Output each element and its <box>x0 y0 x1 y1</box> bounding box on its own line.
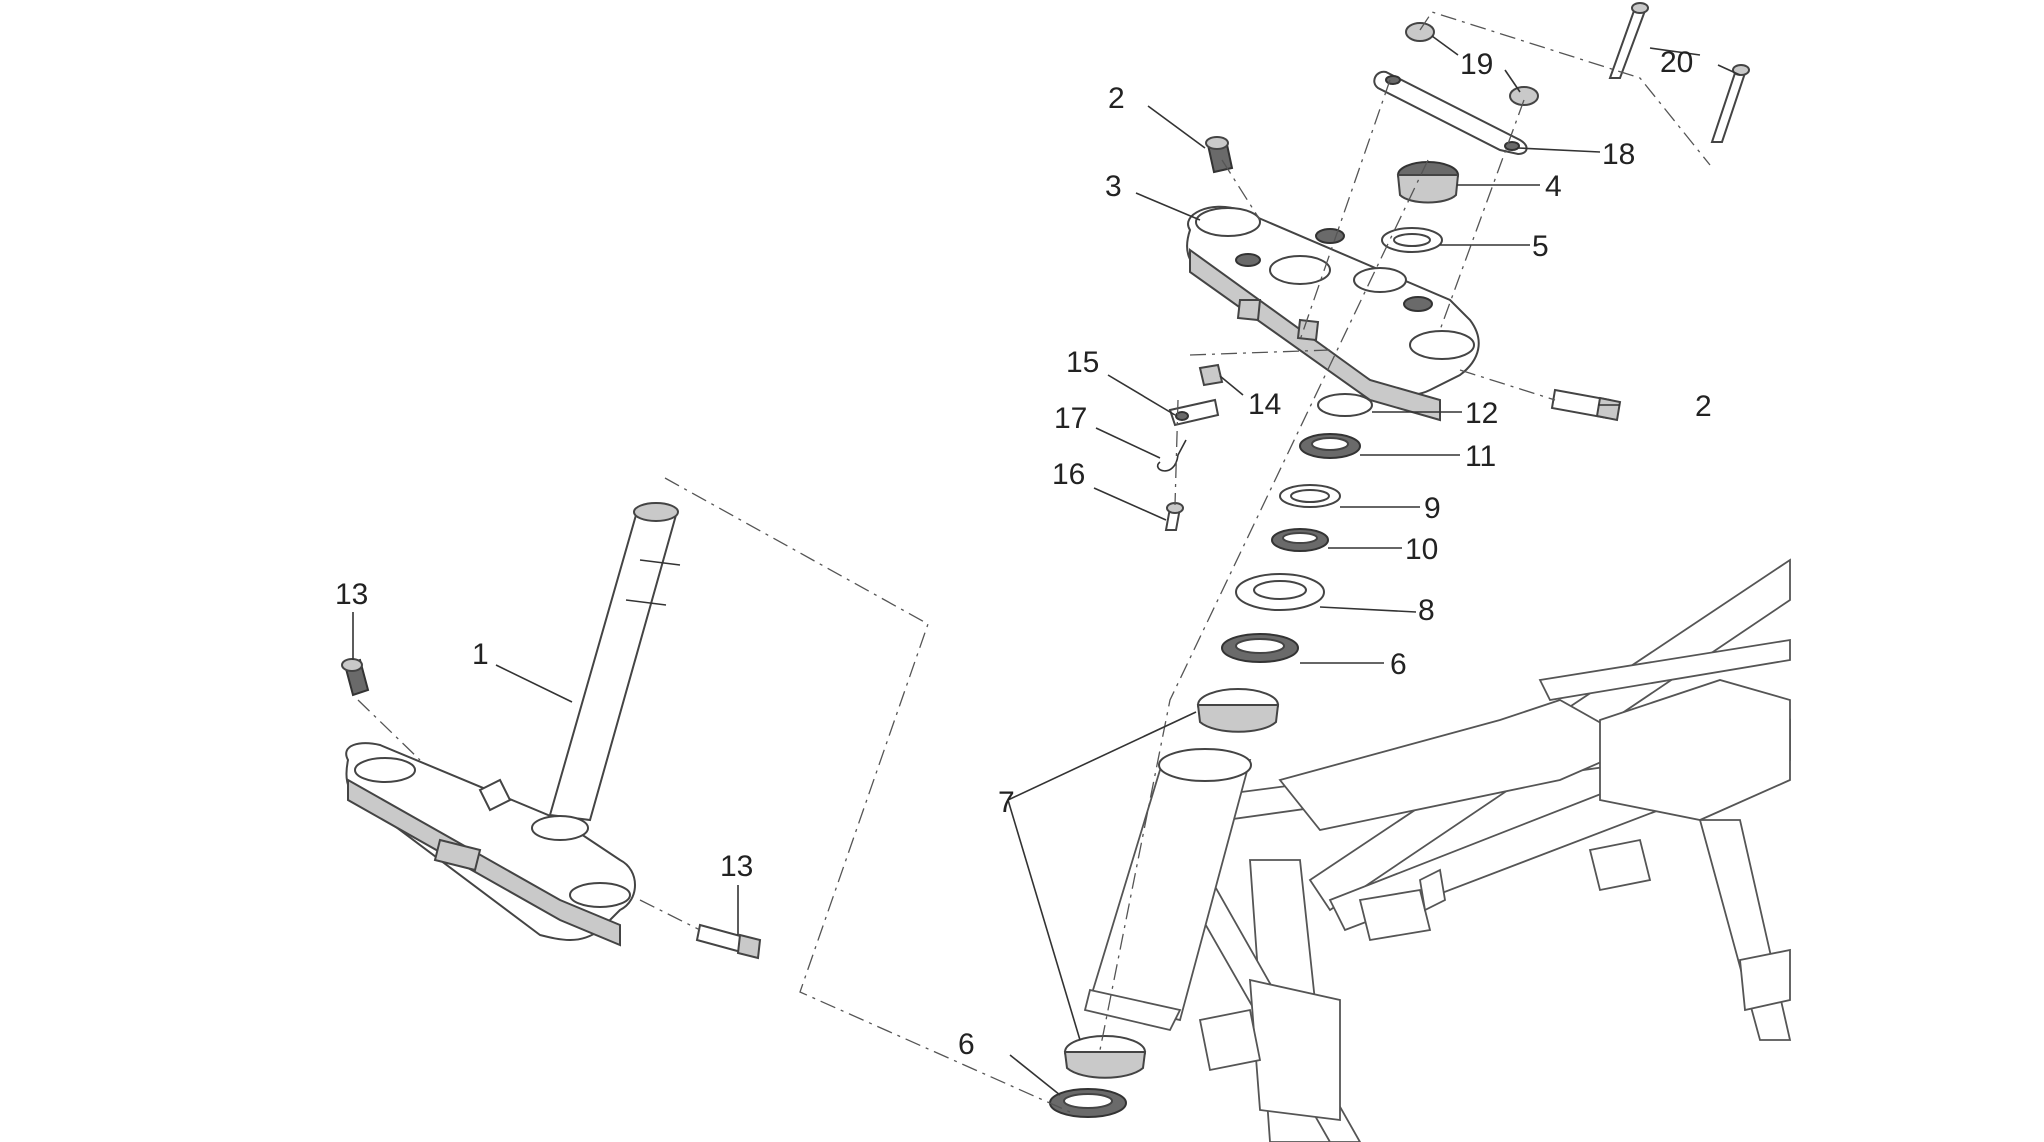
callout-15: 15 <box>1066 346 1099 379</box>
callout-13-top: 13 <box>335 578 368 611</box>
steering-stem-lower-yoke <box>341 502 762 960</box>
callout-19: 19 <box>1460 48 1493 81</box>
callout-7: 7 <box>998 786 1015 819</box>
callout-5: 5 <box>1532 230 1549 263</box>
assembly-guide-lines <box>357 11 1711 1113</box>
bearing-stack <box>1049 393 1373 1118</box>
callout-17: 17 <box>1054 402 1087 435</box>
callout-18: 18 <box>1602 138 1635 171</box>
callout-labels: 1 2 2 3 4 5 6 6 7 8 9 10 11 12 13 13 14 … <box>335 46 1712 1061</box>
callout-14: 14 <box>1248 388 1281 421</box>
callout-2-top: 2 <box>1108 82 1125 115</box>
callout-9: 9 <box>1424 492 1441 525</box>
callout-8: 8 <box>1418 594 1435 627</box>
callout-6-top: 6 <box>1390 648 1407 681</box>
callout-1: 1 <box>472 638 489 671</box>
callout-10: 10 <box>1405 533 1438 566</box>
handlebar-plate-and-bolts <box>1373 2 1750 253</box>
callout-12: 12 <box>1465 397 1498 430</box>
callout-4: 4 <box>1545 170 1562 203</box>
callout-2-right: 2 <box>1695 390 1712 423</box>
callout-6-bottom: 6 <box>958 1028 975 1061</box>
callout-3: 3 <box>1105 170 1122 203</box>
upper-triple-clamp <box>1186 136 1622 422</box>
motorcycle-frame <box>1083 558 1792 1142</box>
callout-16: 16 <box>1052 458 1085 491</box>
callout-13-bottom: 13 <box>720 850 753 883</box>
callout-20: 20 <box>1660 46 1693 79</box>
small-fasteners <box>1157 363 1224 531</box>
callout-11: 11 <box>1465 440 1496 473</box>
leader-lines <box>352 35 1741 1096</box>
